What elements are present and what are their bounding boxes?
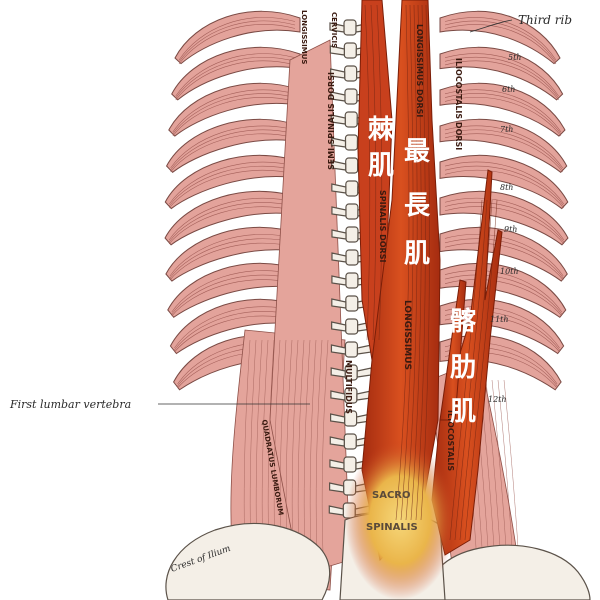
vertebra (343, 42, 357, 59)
vertebra (344, 341, 359, 358)
rib-number-11: 11th (490, 315, 509, 324)
longissimus-cervicis-label: LONGISSIMUS (300, 10, 308, 64)
left-rib (169, 298, 301, 355)
multifidus-label: MULTIFIDUS (344, 360, 353, 414)
vertebra (343, 19, 357, 36)
vertebra (345, 226, 359, 243)
vertebra (345, 203, 359, 220)
longissimus-dorsi-label: LONGISSIMUS DORSI (415, 24, 424, 117)
vertebra (345, 272, 359, 289)
vertebra (343, 433, 357, 450)
vertebra (344, 88, 358, 105)
left-rib (168, 82, 301, 137)
right-rib (439, 118, 568, 173)
rib-number-5: 5th (508, 53, 521, 62)
kanji-longissimus-1: 最 (404, 137, 431, 167)
right-rib (439, 154, 569, 210)
sacrospinalis-label-1: SACRO (372, 490, 410, 501)
spinalis-dorsi-label: SPINALIS DORSI (378, 190, 387, 262)
vertebra (344, 134, 359, 151)
sacrospinalis-label-2: SPINALIS (366, 522, 418, 533)
kanji-iliocostalis-2: 肋 (450, 352, 476, 383)
rib-number-8: 8th (500, 183, 513, 192)
kanji-spinalis-2: 肌 (368, 151, 394, 181)
third-rib-leader (469, 19, 513, 33)
iliocostalis-dorsi-label: ILIOCOSTALIS DORSI (454, 58, 463, 150)
vertebra (345, 249, 359, 266)
leader-lines (158, 19, 513, 405)
vertebra (345, 180, 359, 197)
kanji-spinalis-1: 棘 (368, 115, 395, 145)
rib-cage (164, 10, 569, 391)
kanji-annotations: 棘 肌 最 長 肌 髂 肋 肌 (368, 115, 476, 427)
kanji-longissimus-3: 肌 (404, 239, 430, 269)
orange-muscle-fibers (364, 4, 498, 541)
rib-number-12: 12th (488, 395, 507, 404)
right-rib (439, 82, 566, 137)
kanji-iliocostalis-1: 髂 (450, 306, 476, 337)
rib-number-7: 7th (500, 125, 513, 134)
kanji-longissimus-2: 長 (404, 191, 431, 221)
longissimus-cervicis-label-2: CERVICIS (330, 12, 338, 48)
rib-number-labels: 5th 6th 7th 8th 9th 10th 11th 12th (488, 53, 521, 404)
first-lumbar-vertebra-label: First lumbar vertebra (9, 398, 131, 411)
vertebra (344, 111, 358, 128)
longissimus-lower-label: LONGISSIMUS (402, 300, 412, 370)
kanji-iliocostalis-3: 肌 (450, 397, 476, 427)
right-rib (439, 46, 564, 101)
vertebra (345, 318, 359, 335)
left-rib (165, 118, 301, 173)
iliocostalis-lower-label: ILIOCOSTALIS (446, 410, 455, 471)
third-rib-label: Third rib (518, 13, 572, 27)
left-rib (171, 46, 301, 101)
left-rib (167, 262, 301, 318)
vertebra (345, 157, 359, 174)
left-rib (164, 154, 301, 210)
rib-number-9: 9th (504, 225, 517, 234)
vertebra (344, 65, 358, 82)
left-rib (164, 190, 301, 246)
left-ilium (165, 522, 331, 600)
semispinalis-dorsi-label: SEMI-SPINALIS DORSI (327, 72, 336, 170)
vertebra (343, 456, 357, 473)
rib-number-10: 10th (500, 267, 519, 276)
left-rib (165, 226, 301, 282)
vertebra (345, 295, 359, 312)
rib-number-6: 6th (502, 85, 515, 94)
sacrospinalis-origin-highlight (345, 440, 455, 600)
